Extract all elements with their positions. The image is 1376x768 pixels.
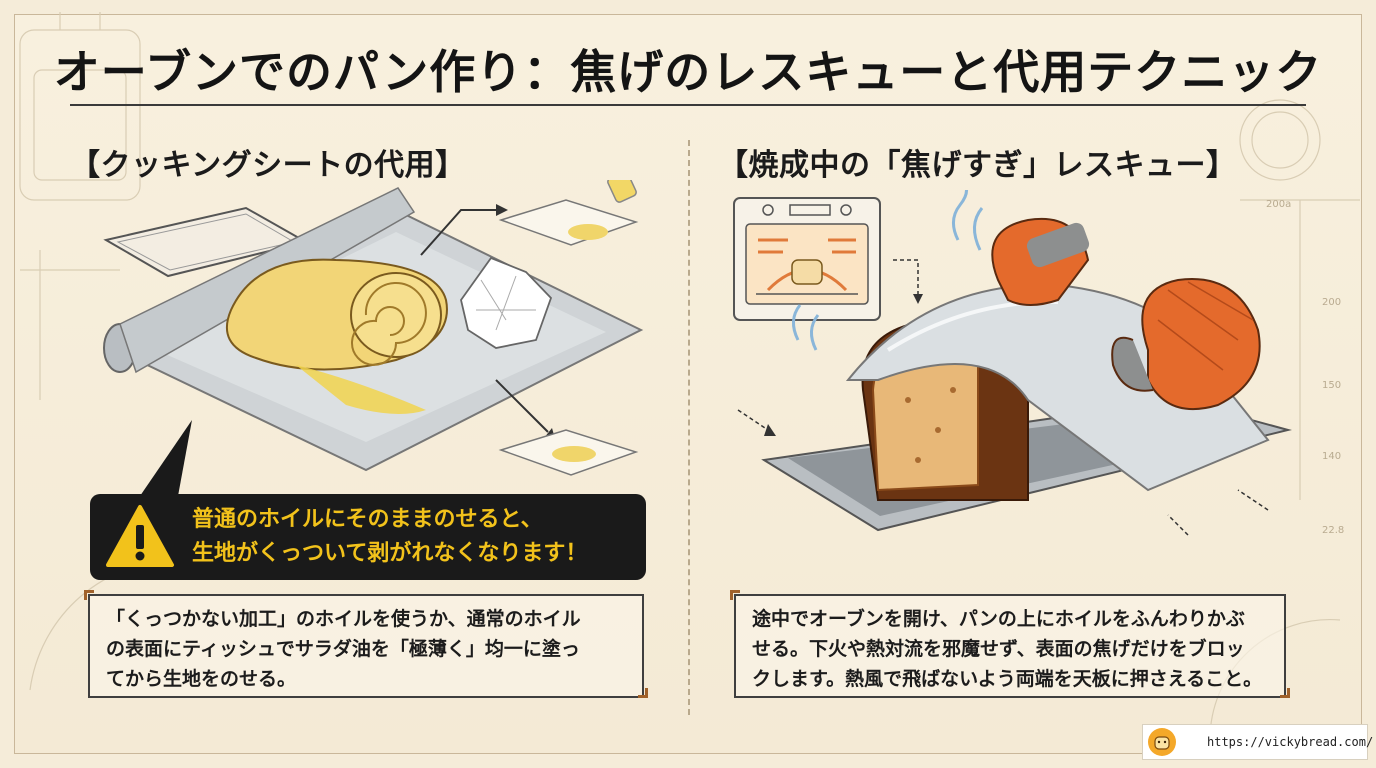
site-url-badge[interactable]: https://vickybread.com/ xyxy=(1142,724,1373,760)
oil-bottle-icon xyxy=(498,180,639,246)
warning-callout: 普通のホイルにそのままのせると、 生地がくっついて剥がれなくなります！ xyxy=(90,494,646,580)
left-illustration xyxy=(103,180,644,476)
corner-mark xyxy=(1280,688,1290,698)
corner-mark xyxy=(638,688,648,698)
bread-roll-icon xyxy=(226,258,448,414)
right-illustration xyxy=(733,190,1292,536)
steam-icon xyxy=(792,190,984,351)
warning-icon xyxy=(106,505,174,567)
right-explanation: 途中でオーブンを開け、パンの上にホイルをふんわりかぶ せる。下火や熱対流を邪魔せ… xyxy=(734,594,1286,698)
right-section-heading: 【焼成中の「焦げすぎ」レスキュー】 xyxy=(718,148,1237,183)
callout-tail xyxy=(140,420,192,496)
bread-logo-icon xyxy=(1148,728,1176,756)
left-section-heading: 【クッキングシートの代用】 xyxy=(70,148,466,183)
tissue-icon xyxy=(460,256,553,349)
left-explanation: 「くっつかない加工」のホイルを使うか、通常のホイル の表面にティッシュでサラダ油… xyxy=(88,594,644,698)
section-divider xyxy=(688,140,690,715)
site-url-link[interactable]: https://vickybread.com/ xyxy=(1207,735,1374,749)
corner-mark xyxy=(84,590,94,600)
title-underline xyxy=(70,104,1306,106)
oven-mitt-icon xyxy=(991,217,1261,411)
page-title: オーブンでのパン作り：焦げのレスキューと代用テクニック xyxy=(53,45,1323,99)
warning-text: 普通のホイルにそのままのせると、 生地がくっついて剥がれなくなります！ xyxy=(192,507,588,566)
oven-icon xyxy=(733,197,881,321)
corner-mark xyxy=(730,590,740,600)
